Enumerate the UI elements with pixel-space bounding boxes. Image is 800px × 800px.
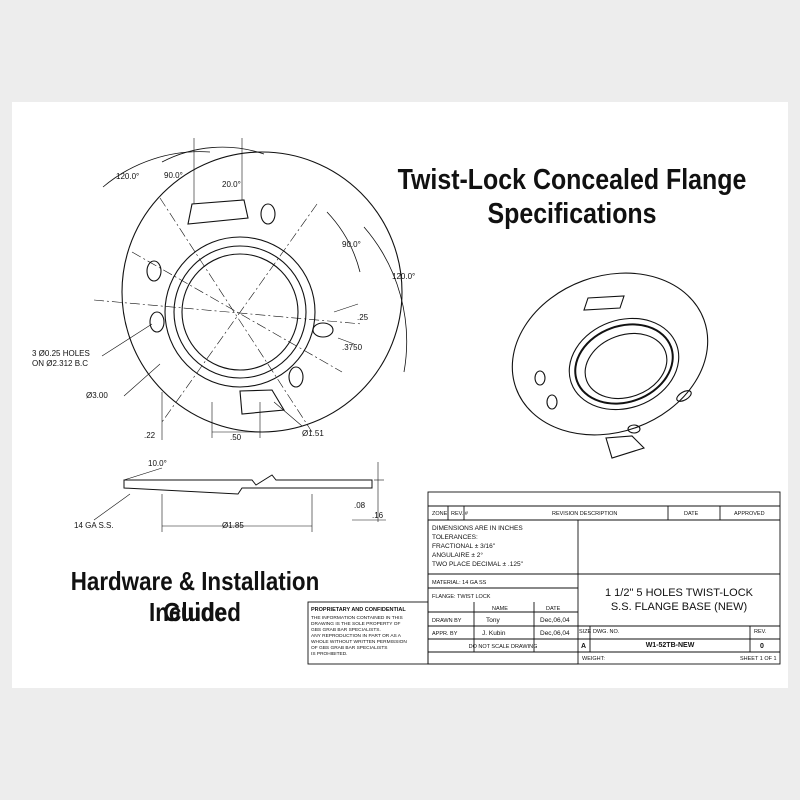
angle-arc-120-right	[363, 226, 408, 373]
iso-ring-mid	[574, 323, 674, 405]
iso-hole	[534, 370, 546, 386]
angle-90-top-label: 90.0°	[164, 171, 183, 180]
tolerance-line5: TWO PLACE DECIMAL ± .125"	[432, 561, 524, 568]
proprietary-line: DRAWING IS THE SOLE PROPERTY OF	[311, 621, 400, 627]
name-header: NAME	[492, 606, 508, 612]
twist-lock-tab-bottom	[239, 389, 285, 415]
drawn-by-date: Dec,06,04	[540, 617, 570, 624]
sheet-label: SHEET 1 OF 1	[740, 656, 777, 662]
gauge-label: 14 GA S.S.	[74, 521, 114, 530]
mounting-hole	[312, 322, 334, 338]
part-title-line1: 1 1/2" 5 HOLES TWIST-LOCK	[605, 587, 754, 599]
guide-title-line2: Included	[149, 597, 241, 627]
angle-120-left-label: 120.0°	[116, 172, 139, 181]
rev-value: 0	[760, 643, 764, 650]
flange-outer-circle	[121, 151, 403, 433]
dwg-number-label: DWG. NO.	[593, 629, 620, 635]
weight-label: WEIGHT:	[582, 656, 605, 662]
tolerance-line1: DIMENSIONS ARE IN INCHES	[432, 525, 523, 532]
proprietary-line: THE INFORMATION CONTAINED IN THIS	[311, 615, 403, 621]
proprietary-line: WHOLE WITHOUT WRITTEN PERMISSION	[311, 639, 407, 645]
proprietary-line: IS PROHIBITED.	[311, 651, 348, 657]
flange-boss-mid	[173, 245, 307, 379]
appr-by-label: APPR. BY	[432, 631, 458, 637]
rev-approved-header: APPROVED	[734, 511, 765, 517]
appr-by-name: J. Kubin	[482, 630, 506, 637]
part-title-line2: S.S. FLANGE BASE (NEW)	[611, 601, 747, 613]
tolerance-line3: FRACTIONAL ± 3/16"	[432, 543, 496, 550]
rev-label: REV.	[754, 629, 767, 635]
flange-isometric-view	[511, 272, 709, 459]
angle-arc-90-top	[161, 146, 265, 163]
tolerance-line2: TOLERANCES:	[432, 534, 478, 541]
drawing-sheet: Twist-Lock Concealed Flange Specificatio…	[12, 102, 788, 688]
flange-boss-outer	[164, 236, 316, 388]
dim-22-label: .22	[144, 431, 156, 440]
appr-by-date: Dec,06,04	[540, 630, 570, 637]
no-scale-note: DO NOT SCALE DRAWING	[469, 644, 538, 650]
proprietary-title: PROPRIETARY AND CONFIDENTIAL	[311, 607, 406, 613]
title-block	[307, 491, 781, 665]
spec-title-line2: Specifications	[487, 198, 657, 230]
iso-outer	[511, 272, 709, 436]
tolerance-line4: ANGULAIRE ± 2°	[432, 551, 483, 559]
iso-hole	[546, 394, 558, 410]
flange-label: FLANGE: TWIST LOCK	[432, 594, 491, 600]
drawn-by-label: DRAWN BY	[432, 618, 462, 624]
rev-number-header: REV. #	[451, 511, 469, 517]
proprietary-line: OF GBS GRAB BAR SPECIALISTS	[311, 645, 388, 651]
mounting-hole	[260, 203, 276, 225]
material-label: MATERIAL: 14 GA SS	[432, 580, 487, 586]
angle-120-right-label: 120.0°	[392, 272, 415, 281]
iso-ring-inner	[584, 332, 668, 400]
proprietary-line: ANY REPRODUCTION IN PART OR AS A	[311, 633, 402, 639]
rev-description-header: REVISION DESCRIPTION	[552, 511, 617, 517]
mounting-hole	[288, 366, 304, 388]
flange-top-view: 120.0° 90.0° 20.0° 90.0° 120.0° .25 .375…	[32, 138, 781, 665]
dim-08-label: .08	[354, 501, 366, 510]
spec-title-line1: Twist-Lock Concealed Flange	[397, 164, 747, 196]
twist-lock-tab-top	[187, 199, 249, 225]
mounting-hole	[149, 311, 165, 333]
flange-boss-inner	[181, 253, 299, 371]
angle-arc-120-left	[102, 151, 211, 188]
rev-zone-header: ZONE	[432, 511, 448, 517]
dim-16-label: .16	[372, 511, 384, 520]
angle-10-label: 10.0°	[148, 459, 167, 468]
size-value: A	[581, 643, 586, 650]
flange-side-profile	[123, 474, 373, 495]
size-label: SIZE	[579, 629, 592, 635]
dia-300-label: Ø3.00	[86, 391, 108, 400]
angle-arc-90-right	[326, 211, 361, 273]
mounting-hole	[146, 260, 162, 282]
iso-hole	[627, 424, 641, 434]
dim-3750-label: .3750	[342, 343, 363, 352]
dwg-number-value: W1-52TB-NEW	[646, 642, 695, 649]
guide-title-line1: Hardware & Installation Guide	[70, 566, 320, 627]
iso-hole	[676, 390, 692, 402]
iso-tab-top	[583, 295, 625, 311]
drawn-by-name: Tony	[486, 617, 500, 624]
dia-185-label: Ø1.85	[222, 521, 244, 530]
dim-50-label: .50	[230, 433, 242, 442]
angle-20-label: 20.0°	[222, 180, 241, 189]
proprietary-line: GBS GRAB BAR SPECIALISTS.	[311, 627, 381, 633]
dim-25-label: .25	[357, 313, 369, 322]
holes-note-line1: 3 Ø0.25 HOLES	[32, 349, 90, 358]
iso-ring-outer	[568, 317, 680, 411]
rev-date-header: DATE	[684, 511, 699, 517]
angle-90-right-label: 90.0°	[342, 240, 361, 249]
dia-151-label: Ø1.51	[302, 429, 324, 438]
holes-note-line2: ON Ø2.312 B.C	[32, 359, 88, 368]
iso-tab-bottom	[605, 435, 646, 459]
date-header: DATE	[546, 606, 561, 612]
